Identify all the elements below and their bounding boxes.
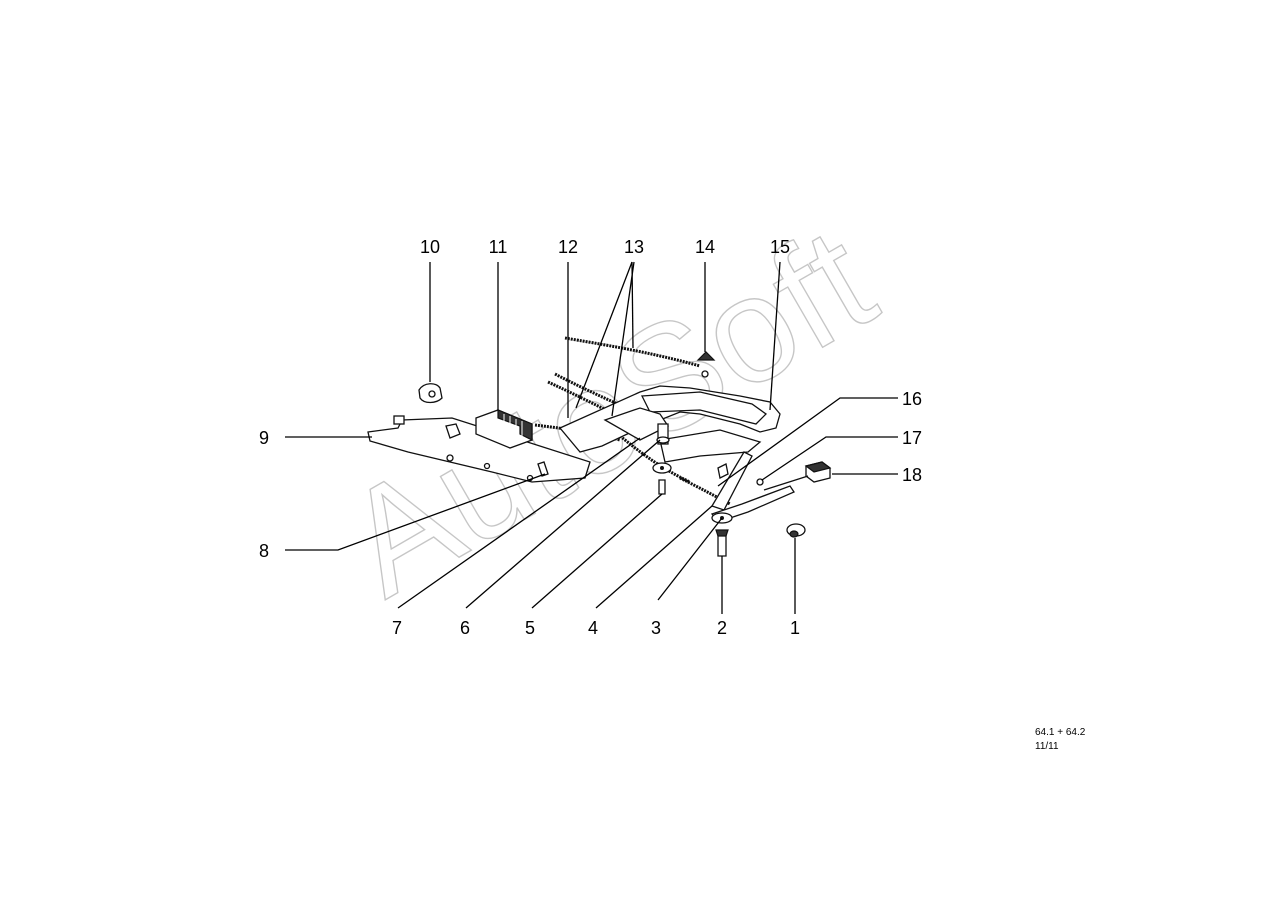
callout-7: 7 [392, 618, 402, 638]
linkage-arm [710, 451, 795, 524]
callout-10: 10 [420, 237, 440, 257]
callout-5: 5 [525, 618, 535, 638]
connector [763, 461, 832, 491]
callout-12: 12 [558, 237, 578, 257]
callout-16: 16 [902, 389, 922, 409]
callout-15: 15 [770, 237, 790, 257]
control-unit [475, 409, 533, 449]
grommet [786, 523, 806, 538]
callout-13: 13 [624, 237, 644, 257]
callout-2: 2 [717, 618, 727, 638]
callout-17: 17 [902, 428, 922, 448]
callout-labels: 1 2 3 4 5 6 7 8 9 10 11 12 13 14 15 16 1… [259, 237, 922, 638]
callout-1: 1 [790, 618, 800, 638]
nut [696, 351, 716, 361]
callout-6: 6 [460, 618, 470, 638]
callout-8: 8 [259, 541, 269, 561]
callout-11: 11 [489, 237, 508, 257]
bolt [715, 529, 729, 557]
callout-9: 9 [259, 428, 269, 448]
reference-line-1: 64.1 + 64.2 [1035, 727, 1086, 738]
callout-4: 4 [588, 618, 598, 638]
callout-18: 18 [902, 465, 922, 485]
reference-note: 64.1 + 64.2 11/11 [1035, 726, 1085, 754]
callout-14: 14 [695, 237, 715, 257]
support-frame [558, 385, 781, 463]
exploded-view [367, 336, 832, 557]
callout-3: 3 [651, 618, 661, 638]
leader-lines [285, 261, 898, 614]
reference-line-2: 11/11 [1035, 741, 1059, 752]
